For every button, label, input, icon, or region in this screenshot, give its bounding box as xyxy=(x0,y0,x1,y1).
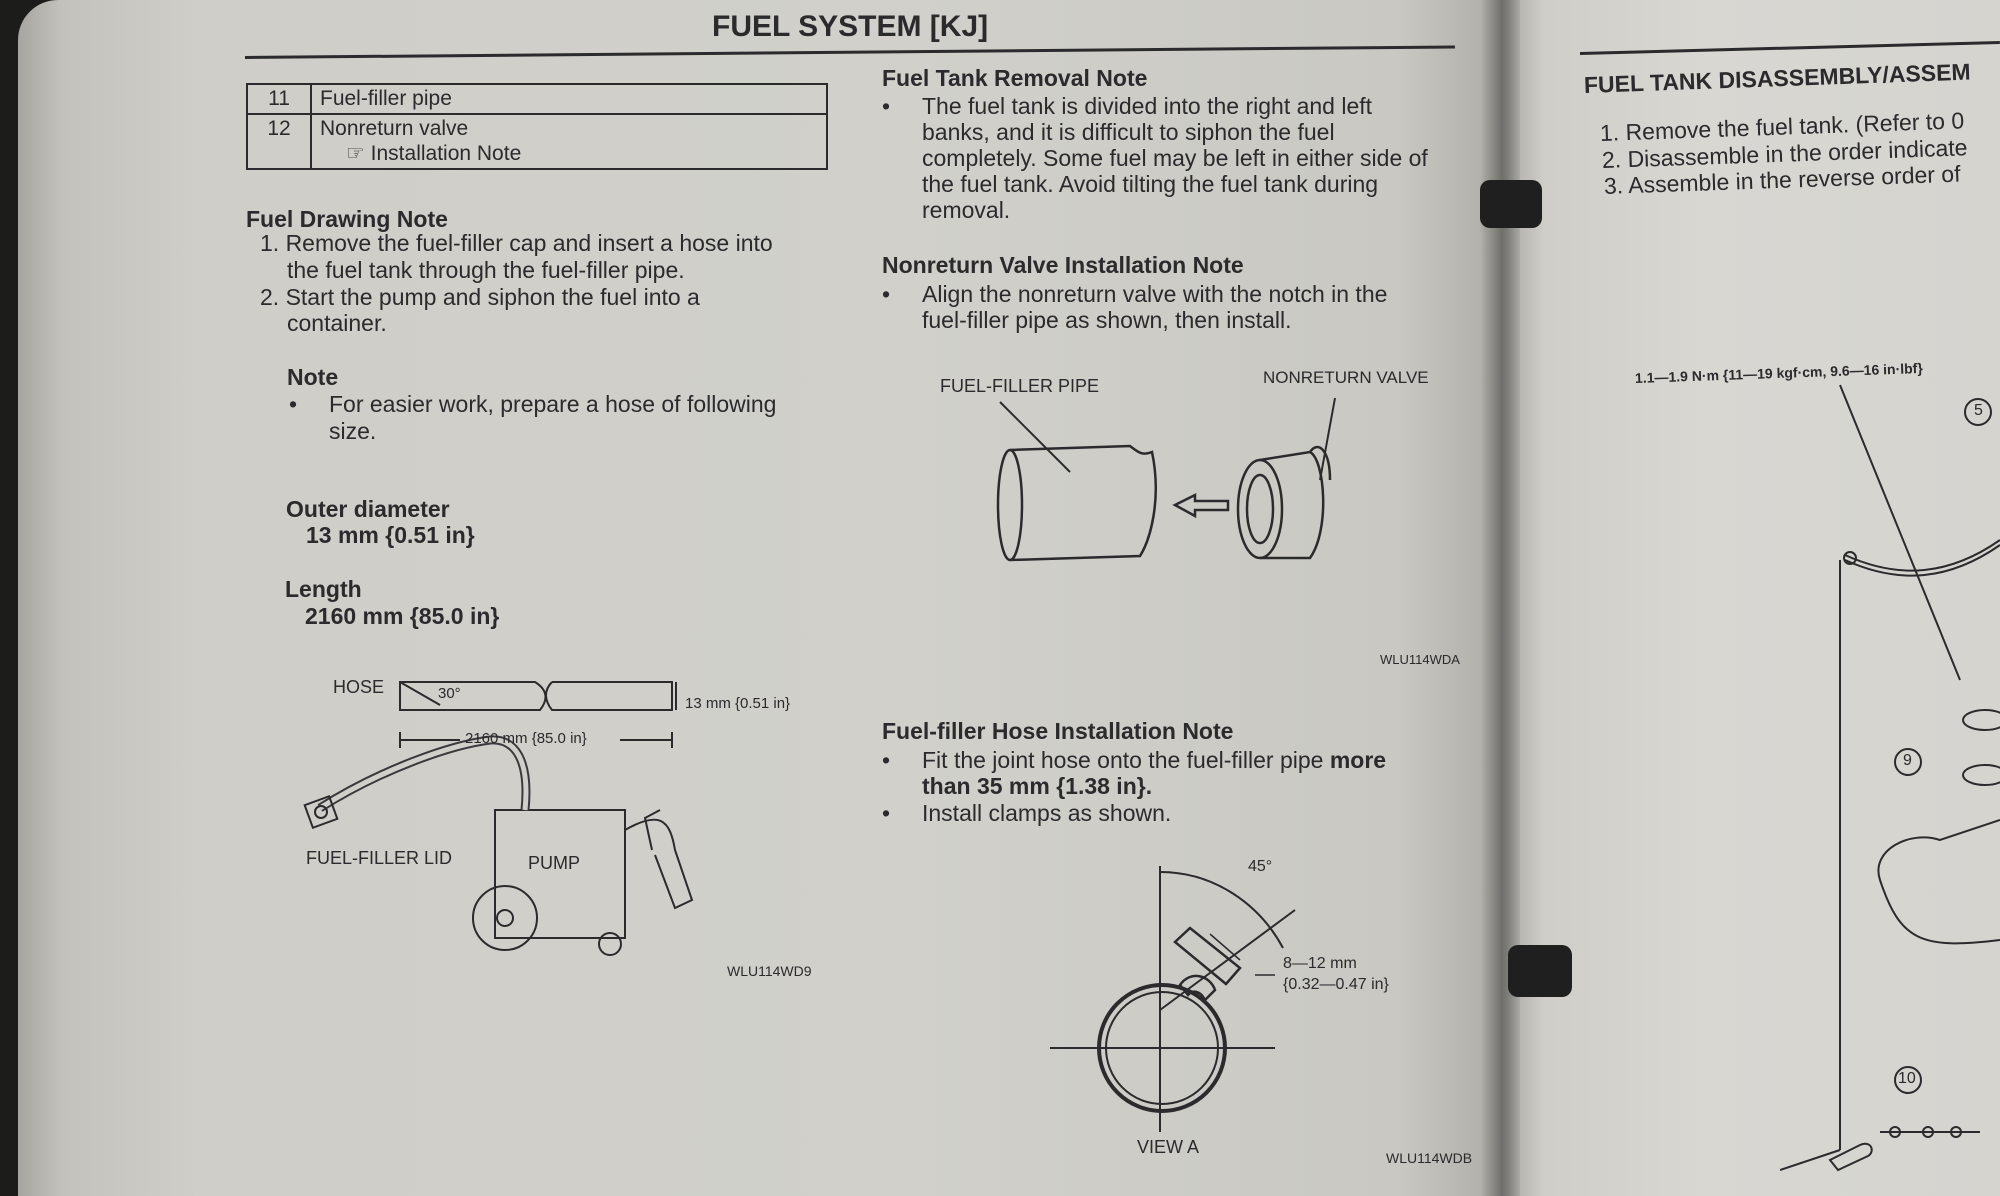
tank-removal-line5: removal. xyxy=(922,197,1011,223)
figure2-code: WLU114WDA xyxy=(1380,652,1460,667)
pump-wheel xyxy=(472,885,538,951)
hose-install-bullet2: Install clamps as shown. xyxy=(882,800,1171,827)
tank-removal-line2: banks, and it is difficult to siphon the… xyxy=(922,119,1335,145)
view-a-label: VIEW A xyxy=(1137,1137,1200,1157)
part-number: 12 xyxy=(246,113,312,170)
fuel-tank-exploded-figure xyxy=(1780,384,2000,1172)
page-header: FUEL SYSTEM [KJ] xyxy=(712,10,989,43)
tank-removal-line4: the fuel tank. Avoid tilting the fuel ta… xyxy=(922,171,1379,197)
parts-table: 11 Fuel-filler pipe 12 Nonreturn valve ☞… xyxy=(246,83,828,170)
note-bullet-line1: For easier work, prepare a hose of follo… xyxy=(289,391,776,418)
right-page xyxy=(1505,0,2000,1196)
drawing-note-title: Fuel Drawing Note xyxy=(246,206,448,232)
drawing-step2-line2: container. xyxy=(287,310,387,336)
hose-section-right xyxy=(545,681,673,711)
valve-install-line2: fuel-filler pipe as shown, then install. xyxy=(922,307,1292,333)
table-row: 11 Fuel-filler pipe xyxy=(246,83,828,115)
tank-removal-line3: completely. Some fuel may be left in eit… xyxy=(922,145,1428,171)
hose-angle-label: 30° xyxy=(438,685,461,702)
clamp-angle-label: 45° xyxy=(1248,858,1273,875)
hose-install-title: Fuel-filler Hose Installation Note xyxy=(882,718,1234,744)
tank-removal-line1: The fuel tank is divided into the right … xyxy=(882,93,1372,120)
part-number: 11 xyxy=(246,83,312,115)
hose-install-bullet1-line1: Fit the joint hose onto the fuel-filler … xyxy=(882,747,1386,774)
insert-arrow xyxy=(1172,492,1230,519)
figure1-code: WLU114WD9 xyxy=(727,963,812,979)
hose-clamp-ring xyxy=(1097,983,1227,1113)
length-label: Length xyxy=(285,576,362,602)
valve-install-line1: Align the nonreturn valve with the notch… xyxy=(882,281,1387,308)
valve-install-title: Nonreturn Valve Installation Note xyxy=(882,252,1244,278)
callout-5: 5 xyxy=(1974,402,1983,419)
outer-diameter-value: 13 mm {0.51 in} xyxy=(306,522,475,548)
hose-section-left xyxy=(399,681,547,711)
part-name: Fuel-filler pipe xyxy=(310,83,828,115)
clamp-screw xyxy=(1173,926,1242,986)
left-page xyxy=(18,0,1518,1196)
length-value: 2160 mm {85.0 in} xyxy=(305,603,500,629)
drawing-step2-line1: 2. Start the pump and siphon the fuel in… xyxy=(260,284,700,310)
pump-label: PUMP xyxy=(528,853,581,873)
table-row: 12 Nonreturn valve ☞ Installation Note xyxy=(246,113,828,170)
callout-9-circle xyxy=(1894,748,1922,776)
note-bullet-line2: size. xyxy=(329,418,377,444)
hose-diameter-dimension: 13 mm {0.51 in} xyxy=(685,695,791,712)
callout-10-circle xyxy=(1894,1066,1922,1094)
binder-ring-bottom xyxy=(1508,945,1572,997)
fuel-filler-pipe-body xyxy=(1009,444,1158,562)
drawing-step1-line2: the fuel tank through the fuel-filler pi… xyxy=(287,257,685,283)
clamp-dimension-line2: {0.32—0.47 in} xyxy=(1283,976,1389,993)
part-name: Nonreturn valve xyxy=(320,117,469,140)
fuel-filler-lid-box xyxy=(303,794,339,830)
note-title: Note xyxy=(287,364,339,390)
outer-diameter-label: Outer diameter xyxy=(286,496,450,522)
hose-label: HOSE xyxy=(333,677,385,697)
binder-ring-top xyxy=(1480,180,1542,228)
callout-10: 10 xyxy=(1898,1070,1916,1087)
callout-9: 9 xyxy=(1903,752,1912,769)
callout-5-circle xyxy=(1964,398,1992,426)
figure3-code: WLU114WDB xyxy=(1386,1150,1473,1166)
hose-install-bullet1-line2: than 35 mm {1.38 in}. xyxy=(922,773,1153,799)
pump-box xyxy=(494,809,626,939)
installation-note-link[interactable]: ☞ Installation Note xyxy=(346,142,522,165)
tank-removal-title: Fuel Tank Removal Note xyxy=(882,65,1148,91)
fuel-filler-lid-label: FUEL-FILLER LID xyxy=(306,848,453,868)
fuel-filler-pipe-label: FUEL-FILLER PIPE xyxy=(940,376,1100,396)
nonreturn-valve-figure xyxy=(996,397,1336,562)
drawing-step1-line1: 1. Remove the fuel-filler cap and insert… xyxy=(260,230,773,256)
clamp-view-figure xyxy=(1050,866,1296,1132)
clamp-dimension-line1: 8—12 mm xyxy=(1283,955,1357,972)
siphon-pump-figure xyxy=(303,681,694,956)
nonreturn-valve-body xyxy=(1259,450,1325,560)
hose-length-dimension: 2160 mm {85.0 in} xyxy=(465,730,587,747)
nonreturn-valve-label: NONRETURN VALVE xyxy=(1263,368,1429,387)
